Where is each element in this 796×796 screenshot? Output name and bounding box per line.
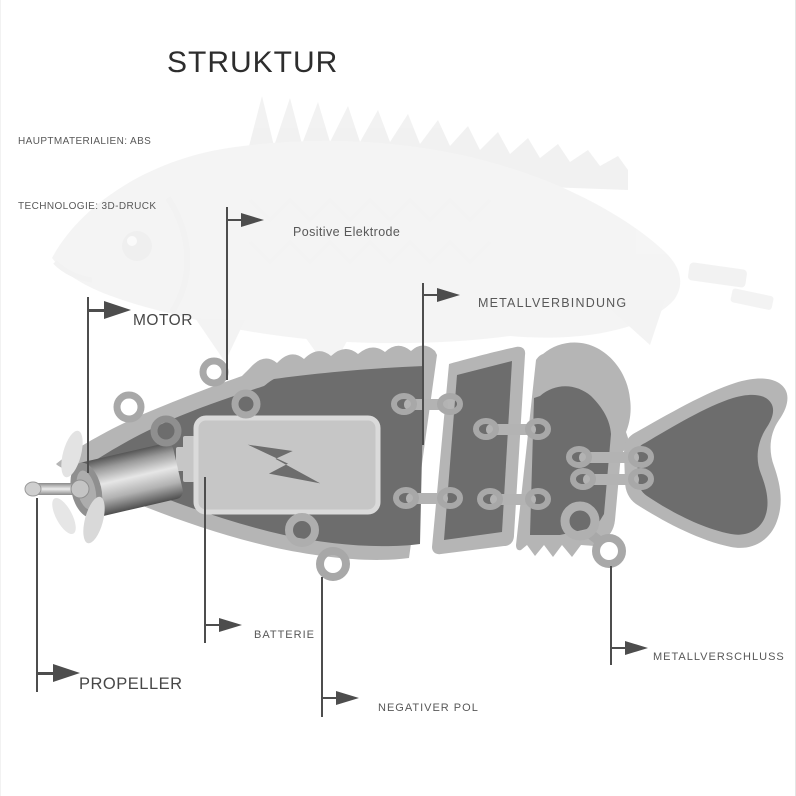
callout-line-metal-connection <box>422 283 424 445</box>
callout-arrow-metal-connection <box>424 288 460 302</box>
tail-fin <box>624 378 788 548</box>
attachment-rings <box>113 357 626 581</box>
propeller-part <box>24 430 105 544</box>
body-segment-2 <box>432 346 526 555</box>
callout-label-propeller: PROPELLER <box>79 675 183 693</box>
background-fish-photo <box>52 96 774 372</box>
callout-label-motor: MOTOR <box>133 312 193 329</box>
callout-arrow-propeller <box>38 664 80 682</box>
callout-arrow-negative-pole <box>323 691 359 705</box>
callout-line-metal-clasp <box>610 566 612 665</box>
callout-label-negative-pole: NEGATIVER POL <box>378 702 479 714</box>
battery <box>176 415 381 515</box>
callout-line-negative-pole <box>321 577 323 717</box>
callout-label-metal-connection: METALLVERBINDUNG <box>478 296 628 310</box>
callout-label-positive-electrode: Positive Elektrode <box>293 225 401 239</box>
connector-links <box>391 393 654 510</box>
tail-link-ring <box>560 501 600 541</box>
callout-line-battery <box>204 477 206 643</box>
callout-line-motor <box>87 297 89 473</box>
callout-line-positive-electrode <box>226 207 228 380</box>
spec-label-materials: HAUPTMATERIALIEN: ABS <box>18 136 152 147</box>
metal-clasp-ring <box>592 534 626 568</box>
callout-arrow-positive-electrode <box>228 213 264 227</box>
callout-arrow-metal-clasp <box>612 641 648 655</box>
callout-label-metal-clasp: METALLVERSCHLUSS <box>653 651 785 663</box>
lightning-bolt-icon <box>247 444 321 484</box>
spec-label-technology: TECHNOLOGIE: 3D-DRUCK <box>18 201 157 212</box>
callout-line-propeller <box>36 498 38 692</box>
page-title: STRUKTUR <box>167 46 339 79</box>
callout-arrow-battery <box>206 618 242 632</box>
callout-arrow-motor <box>89 301 131 319</box>
callout-label-battery: BATTERIE <box>254 629 315 641</box>
